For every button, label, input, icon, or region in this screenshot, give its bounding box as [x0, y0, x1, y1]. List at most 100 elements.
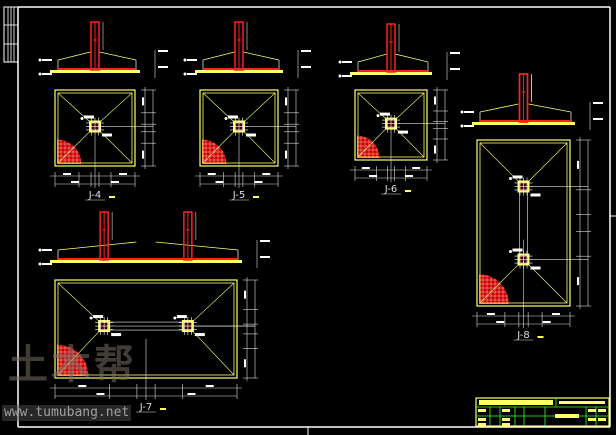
section-view [183, 21, 311, 78]
footing-label-j-4: J-4 [88, 190, 102, 201]
leader-dot [183, 72, 187, 76]
dim-text [215, 181, 224, 183]
watermark-url: www.tumubang.net [2, 405, 132, 421]
plan-view [350, 87, 448, 182]
dim-text [434, 145, 436, 154]
slope-line [479, 259, 524, 304]
scale-text [109, 196, 115, 198]
dim-text [207, 173, 216, 175]
dim-text [205, 385, 214, 387]
plan-view [195, 87, 299, 188]
annotation-text [464, 125, 474, 127]
footing-base [50, 70, 140, 73]
binding-strip [3, 6, 19, 63]
elevation-text [593, 102, 603, 104]
leader-dot [80, 116, 84, 120]
slope-line [57, 126, 96, 164]
footing-j-7: J-7 [38, 211, 270, 413]
footing-base [472, 122, 575, 125]
slope-line [57, 92, 96, 127]
slope-line [479, 142, 524, 187]
slope-line [238, 126, 276, 164]
section-view [338, 23, 460, 80]
leader-dot [460, 110, 464, 114]
elevation-text [158, 50, 168, 52]
annotation-text [512, 248, 523, 252]
tb-cell-text [478, 418, 486, 421]
annotation-text [187, 59, 197, 61]
scale-text [537, 336, 544, 338]
footing-label-j-7: J-7 [139, 402, 153, 413]
section-slope [57, 241, 137, 251]
footing-label-j-5: J-5 [232, 190, 246, 201]
tb-cell-text [598, 409, 606, 412]
footing-j-4: J-4 [38, 21, 168, 201]
elevation-text [158, 66, 168, 68]
title-block-border [475, 397, 610, 427]
leader-dot [38, 58, 42, 62]
section-view [460, 73, 603, 130]
leader-dot [460, 124, 464, 128]
annotation-text [93, 315, 104, 319]
section-slope [479, 103, 519, 113]
annotation-text [176, 315, 187, 319]
footing-base [350, 72, 432, 75]
annotation-text [228, 115, 238, 119]
dim-text [262, 173, 271, 175]
dim-text [142, 97, 144, 106]
dim-text [496, 321, 505, 323]
watermark-logo: 土木帮 [8, 342, 137, 388]
section-slope [528, 103, 572, 113]
elevation-text [593, 118, 603, 120]
dim-text [96, 393, 105, 395]
tb-drawing-no-text [559, 401, 605, 404]
elevation-text [260, 240, 270, 242]
annotation-text [512, 175, 523, 179]
tb-cell-text [588, 418, 596, 421]
dim-text [542, 321, 551, 323]
dim-text [369, 175, 377, 177]
dim-text [412, 167, 421, 169]
dim-text [244, 359, 246, 368]
dim-text [434, 96, 436, 105]
annotation-text [342, 61, 352, 63]
tb-project-name-text [479, 400, 553, 405]
leader-dot [183, 58, 187, 62]
dim-text [254, 181, 263, 183]
section-slope [99, 51, 137, 61]
dim-text [78, 385, 87, 387]
slope-line [523, 259, 568, 304]
dim-text [577, 277, 579, 286]
leader-dot [509, 176, 512, 180]
dim-text [63, 173, 71, 175]
dim-text [71, 181, 79, 183]
annotation-text [342, 75, 352, 77]
leader-dot [38, 248, 42, 252]
dim-text [405, 175, 413, 177]
dim-text [552, 313, 561, 315]
section-slope [395, 53, 429, 63]
plan-view [50, 87, 156, 188]
slope-line [57, 325, 105, 376]
dim-text [187, 393, 196, 395]
slope-line [187, 325, 235, 376]
annotation-text [530, 266, 541, 270]
slope-line [94, 126, 133, 164]
elevation-text [260, 256, 270, 258]
dimensions [195, 87, 299, 188]
leader-dot [38, 72, 42, 76]
annotation-text [111, 333, 122, 337]
section-slope [202, 51, 235, 61]
slope-line [94, 92, 133, 127]
leader-dot [224, 116, 228, 120]
annotation-text [84, 115, 94, 119]
dimensions [472, 137, 591, 328]
leader-dot [509, 250, 512, 254]
dimensions [350, 87, 448, 182]
slope-line [187, 282, 235, 327]
tb-cell-text [502, 423, 510, 426]
footing-base [50, 260, 242, 263]
elevation-text [301, 50, 311, 52]
leader-dot [338, 60, 342, 64]
